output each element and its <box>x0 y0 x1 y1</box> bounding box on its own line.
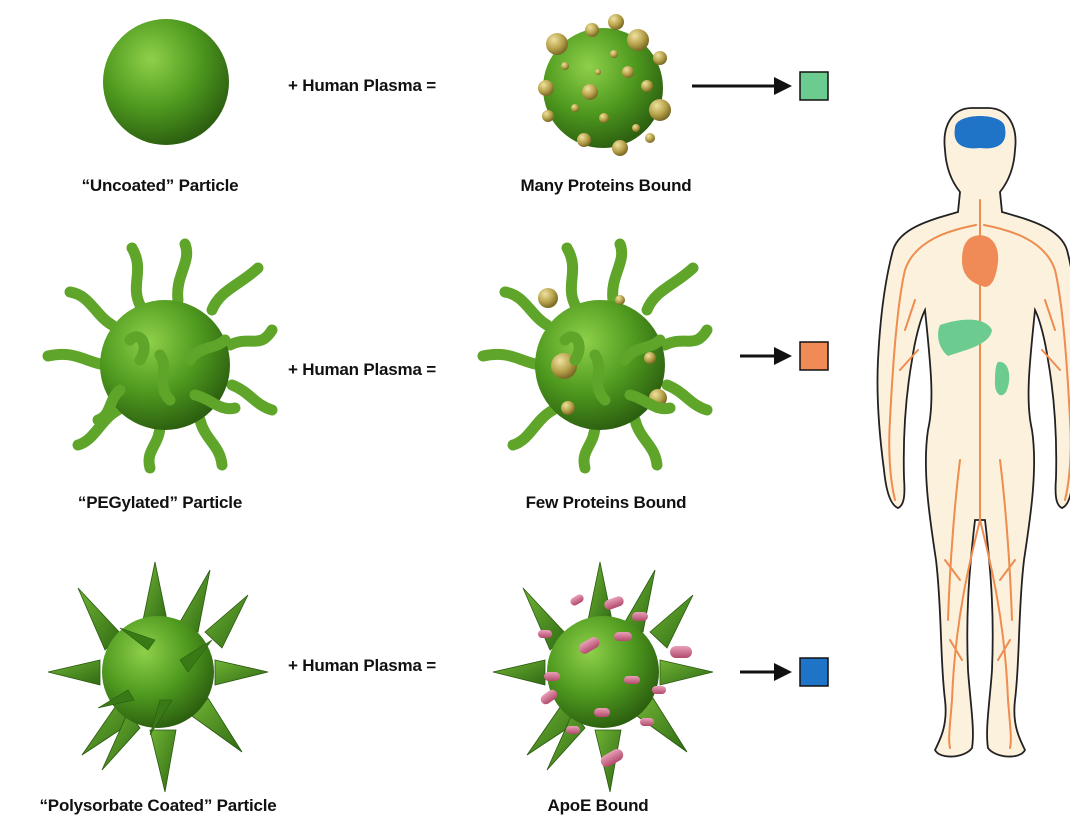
target-swatch-liver <box>800 72 828 100</box>
target-swatch-brain <box>800 658 828 686</box>
particle-label-uncoated: “Uncoated” Particle <box>82 176 239 196</box>
few-proteins-particle-icon <box>483 244 707 468</box>
many-proteins-particle-icon <box>538 14 671 156</box>
operator-label-row3: + Human Plasma = <box>288 656 436 676</box>
result-label-many-proteins: Many Proteins Bound <box>521 176 692 196</box>
target-swatch-heart <box>800 342 828 370</box>
pegylated-particle-icon <box>48 244 272 468</box>
arrow-right-icon <box>740 347 792 365</box>
uncoated-particle-icon <box>103 19 229 145</box>
particle-label-pegylated: “PEGylated” Particle <box>78 493 242 513</box>
brain-icon <box>955 116 1006 148</box>
apoe-bound-particle-icon <box>493 562 713 792</box>
result-label-few-proteins: Few Proteins Bound <box>526 493 687 513</box>
operator-label-row1: + Human Plasma = <box>288 76 436 96</box>
human-body-icon <box>877 108 1070 757</box>
particle-label-polysorbate: “Polysorbate Coated” Particle <box>40 796 277 816</box>
arrow-right-icon <box>692 77 792 95</box>
operator-label-row2: + Human Plasma = <box>288 360 436 380</box>
result-label-apoe: ApoE Bound <box>548 796 649 816</box>
spiked-particle-icon <box>48 562 268 792</box>
arrow-right-icon <box>740 663 792 681</box>
